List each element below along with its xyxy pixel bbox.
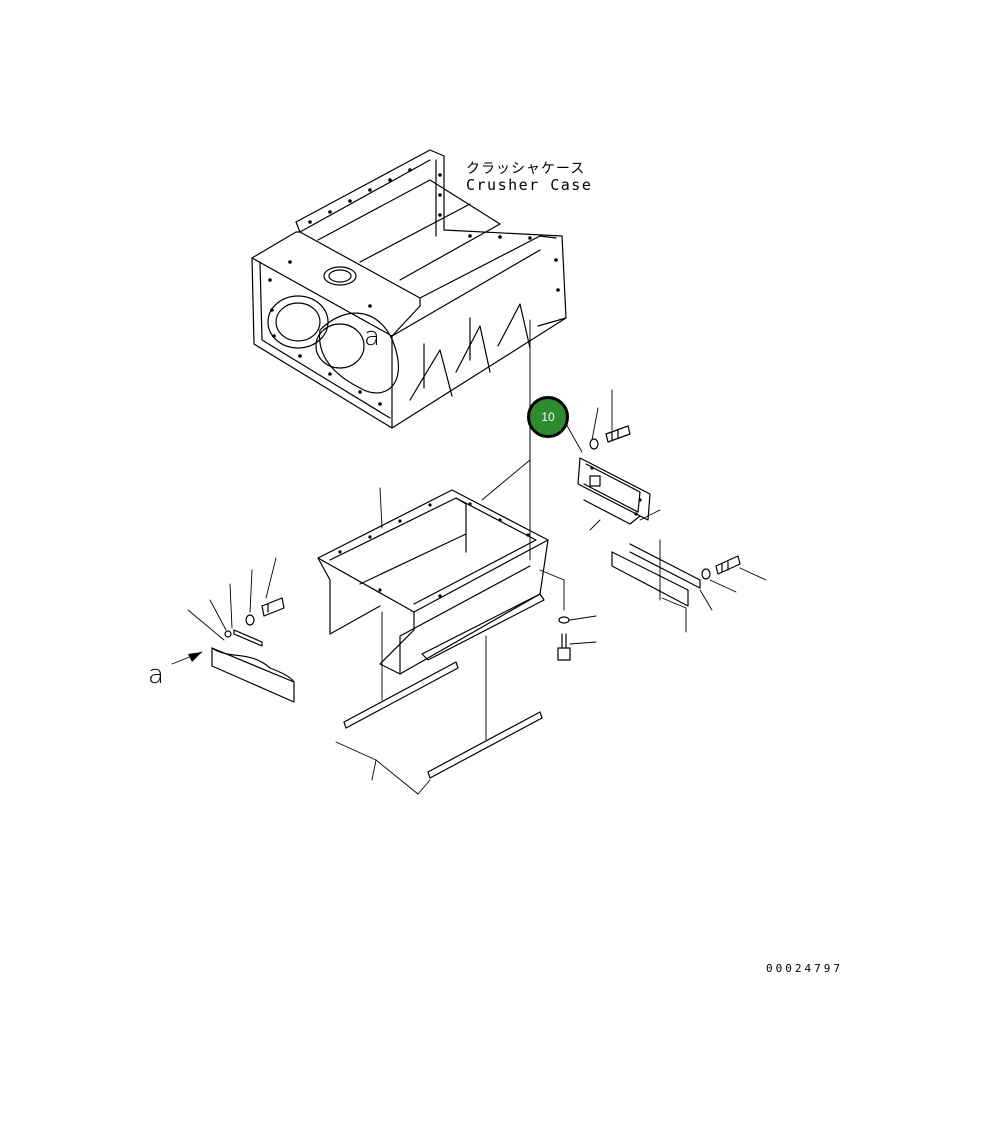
leader-lines bbox=[171, 319, 767, 795]
part-callout-number: 10 bbox=[541, 410, 555, 424]
chute-hopper bbox=[317, 489, 549, 675]
assembly-title-japanese: クラッシャケース bbox=[466, 161, 586, 177]
part-callout-badge[interactable]: 10 bbox=[527, 396, 569, 438]
seal-strips bbox=[343, 661, 543, 779]
document-number: 00024797 bbox=[766, 962, 843, 975]
side-plate-right bbox=[611, 543, 701, 607]
crusher-case bbox=[251, 149, 567, 429]
view-marker-a-detail: a bbox=[364, 322, 380, 352]
assembly-title-english: Crusher Case bbox=[466, 176, 593, 194]
fasteners bbox=[224, 425, 741, 661]
side-plate-left bbox=[211, 629, 295, 703]
cover-plate bbox=[577, 457, 651, 525]
view-marker-a-arrow: a bbox=[148, 660, 164, 690]
